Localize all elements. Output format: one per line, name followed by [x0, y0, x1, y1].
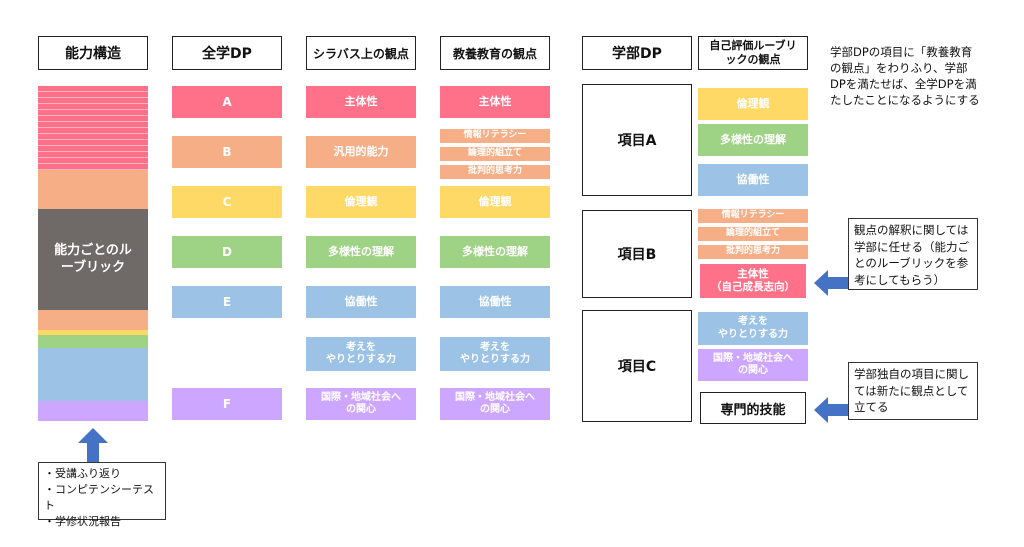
- rubric-logic: 論理的組立て: [698, 227, 808, 241]
- ability-band-pink: [38, 86, 148, 170]
- rubric-global: 国際・地域社会への関心: [698, 349, 808, 381]
- syllabus-ethics: 倫理観: [306, 186, 416, 218]
- ability-rubric-block: 能力ごとのルーブリック: [38, 209, 148, 310]
- syllabus-shutaisei: 主体性: [306, 86, 416, 118]
- left-arrow-icon: [814, 397, 848, 423]
- rubric-literacy: 情報リテラシー: [698, 209, 808, 223]
- dp-b: B: [172, 136, 282, 168]
- liberal-logic: 論理的組立て: [440, 147, 550, 161]
- note-specialty: 学部独自の項目に関しては新たに観点として立てる: [848, 362, 978, 420]
- note-interpret: 観点の解釈に関しては学部に任せる（能力ごとのルーブリックを参考にしてもらう）: [848, 218, 978, 290]
- input-list-item: ・学修状況報告: [44, 514, 121, 528]
- ability-band-orange: [38, 170, 148, 209]
- dp-e: E: [172, 286, 282, 318]
- input-list-item: ・受講ふり返り: [44, 467, 121, 480]
- up-arrow-icon: [78, 428, 108, 462]
- faculty-item-a: 項目A: [582, 84, 692, 196]
- rubric-ethics: 倫理観: [698, 88, 808, 120]
- input-list-item: ・コンピテンシーテスト: [44, 482, 154, 512]
- syllabus-global: 国際・地域社会への関心: [306, 388, 416, 420]
- rubric-shutaisei: 主体性 （自己成長志向）: [700, 264, 806, 298]
- syllabus-cooperation: 協働性: [306, 286, 416, 318]
- dp-a: A: [172, 86, 282, 118]
- rubric-critical: 批判的思考力: [698, 245, 808, 259]
- faculty-item-c: 項目C: [582, 310, 692, 422]
- rubric-diversity: 多様性の理解: [698, 124, 808, 156]
- header-rubric: 自己評価ルーブリックの観点: [698, 36, 808, 70]
- ability-band-green: [38, 335, 148, 348]
- liberal-shutaisei: 主体性: [440, 86, 550, 118]
- header-ability-structure: 能力構造: [38, 36, 148, 70]
- rubric-specialty: 専門的技能: [700, 392, 806, 424]
- liberal-exchange: 考えを やりとりする力: [440, 337, 550, 371]
- syllabus-generic-ability: 汎用的能力: [306, 136, 416, 168]
- header-liberal: 教養教育の観点: [440, 36, 550, 70]
- dp-c: C: [172, 186, 282, 218]
- liberal-critical: 批判的思考力: [440, 165, 550, 179]
- liberal-cooperation: 協働性: [440, 286, 550, 318]
- header-faculty-dp: 学部DP: [582, 36, 692, 70]
- ability-band-blue: [38, 348, 148, 401]
- ability-structure-bar: 能力ごとのルーブリック: [38, 86, 148, 421]
- dp-f: F: [172, 388, 282, 420]
- liberal-ethics: 倫理観: [440, 186, 550, 218]
- header-syllabus: シラバス上の観点: [306, 36, 416, 70]
- faculty-item-b: 項目B: [582, 210, 692, 298]
- note-top: 学部DPの項目に「教養教育の観点」をわりふり、学部DPを満たせば、全学DPを満た…: [830, 45, 980, 108]
- ability-band-purple: [38, 401, 148, 421]
- liberal-global: 国際・地域社会への関心: [440, 388, 550, 420]
- liberal-diversity: 多様性の理解: [440, 236, 550, 268]
- dp-d: D: [172, 236, 282, 268]
- rubric-cooperation: 協働性: [698, 164, 808, 196]
- syllabus-exchange: 考えを やりとりする力: [306, 337, 416, 371]
- liberal-literacy: 情報リテラシー: [440, 129, 550, 143]
- ability-band-orange-2: [38, 310, 148, 330]
- syllabus-diversity: 多様性の理解: [306, 236, 416, 268]
- ability-band-yellow: [38, 330, 148, 335]
- rubric-exchange: 考えを やりとりする力: [698, 312, 808, 345]
- header-all-dp: 全学DP: [172, 36, 282, 70]
- left-arrow-icon: [814, 270, 848, 296]
- input-list-box: ・受講ふり返り ・コンピテンシーテスト ・学修状況報告: [38, 462, 166, 528]
